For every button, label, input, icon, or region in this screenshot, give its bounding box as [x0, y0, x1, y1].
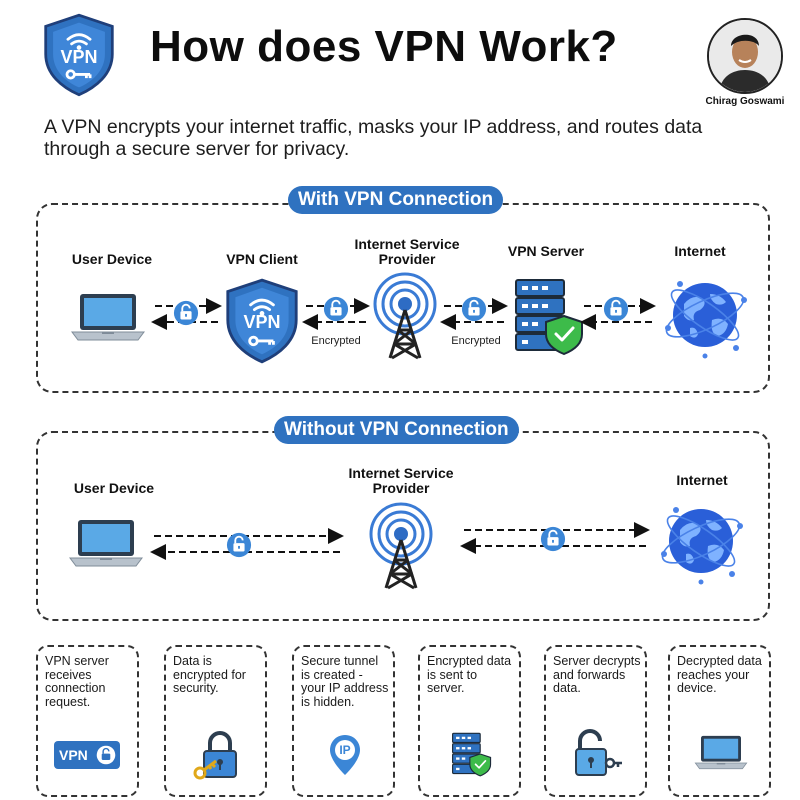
unlocked-padlock-icon: [575, 729, 622, 776]
step-text: VPN server receives connection request.: [45, 654, 109, 709]
step-card-4: Encrypted data is sent to server.: [418, 645, 521, 797]
without-vpn-title: Without VPN Connection: [274, 416, 519, 444]
encrypted-label-2: Encrypted: [451, 335, 501, 347]
ip-text: IP: [339, 743, 351, 757]
internet-globe-icon: [656, 496, 746, 586]
person-icon: [709, 20, 781, 92]
author-name: Chirag Goswami: [705, 96, 785, 107]
vpn-server-icon: [508, 276, 588, 356]
padlock-key-icon: [193, 731, 237, 780]
node-label-user-device: User Device: [73, 480, 155, 496]
step-text: Server decrypts and forwards data.: [553, 654, 641, 695]
ip-pin-icon: IP: [328, 733, 362, 777]
step-card-3: Secure tunnel is created - your IP addre…: [292, 645, 395, 797]
vpn-badge-icon: VPN: [54, 741, 120, 769]
vpn-client-text: VPN: [243, 312, 281, 332]
step-card-1: VPN server receives connection request. …: [36, 645, 139, 797]
with-vpn-title: With VPN Connection: [288, 186, 504, 214]
laptop-icon: [692, 733, 750, 773]
intro-text: A VPN encrypts your internet traffic, ma…: [44, 116, 703, 160]
author-avatar: [707, 18, 783, 94]
step-card-2: Data is encrypted for security.: [164, 645, 267, 797]
step-text: Decrypted data reaches your device.: [677, 654, 762, 695]
node-label-internet: Internet: [674, 243, 726, 259]
vpn-shield-logo-icon: VPN: [42, 12, 116, 98]
laptop-icon: [66, 516, 146, 572]
step-text: Encrypted data is sent to server.: [427, 654, 512, 695]
badge-text: VPN: [59, 747, 88, 763]
step-card-5: Server decrypts and forwards data.: [544, 645, 647, 797]
vpn-client-shield-icon: VPN: [224, 278, 300, 364]
node-label-isp: Internet Service Provider: [354, 236, 460, 267]
laptop-icon: [68, 290, 148, 346]
isp-tower-icon: [370, 270, 440, 360]
page-title: How does VPN Work?: [150, 22, 618, 71]
isp-tower-icon: [366, 500, 436, 590]
node-label-vpn-client: VPN Client: [226, 251, 298, 267]
encrypted-label-1: Encrypted: [311, 335, 361, 347]
server-shield-icon: [448, 731, 494, 777]
step-card-6: Decrypted data reaches your device.: [668, 645, 771, 797]
logo-text: VPN: [60, 47, 98, 67]
node-label-user-device: User Device: [71, 251, 153, 267]
node-label-vpn-server: VPN Server: [507, 243, 585, 259]
internet-globe-icon: [660, 270, 750, 360]
node-label-isp: Internet Service Provider: [348, 465, 454, 496]
node-label-internet: Internet: [676, 472, 728, 488]
step-text: Data is encrypted for security.: [173, 654, 246, 695]
step-text: Secure tunnel is created - your IP addre…: [301, 654, 389, 709]
